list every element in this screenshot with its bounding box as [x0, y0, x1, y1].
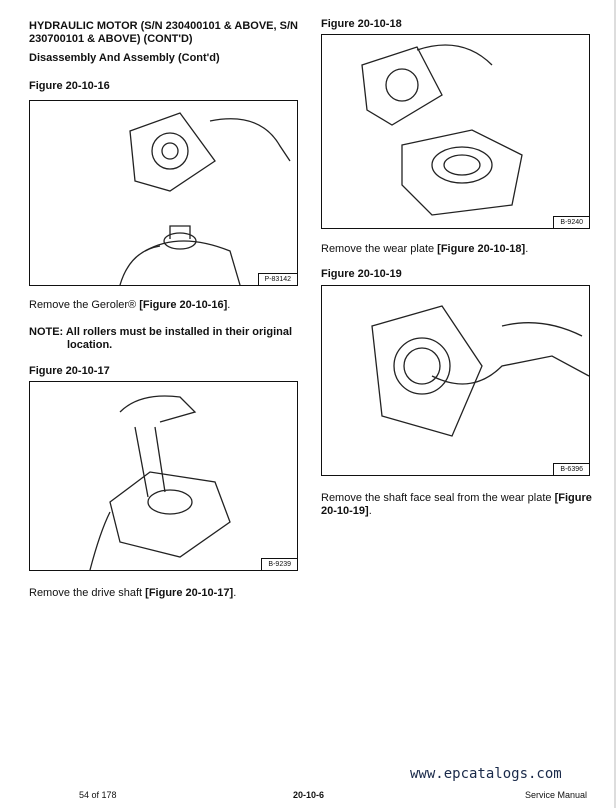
text: .: [233, 587, 237, 599]
title-line: HYDRAULIC MOTOR (S/N 230400101 & ABOVE, …: [29, 20, 298, 32]
figure-20-10-18: B-9240: [321, 34, 590, 229]
instruction-text: Remove the wear plate [Figure 20-10-18].: [321, 243, 528, 256]
figure-20-10-19: B-6396: [321, 285, 590, 476]
text: Remove the shaft face seal from the wear…: [321, 492, 555, 504]
figure-title: Figure 20-10-17: [29, 365, 110, 377]
watermark: www.epcatalogs.com: [410, 766, 562, 782]
manual-name: Service Manual: [525, 790, 588, 800]
figure-code: B-9240: [553, 216, 589, 228]
figure-ref: [Figure 20-10-18]: [437, 243, 526, 255]
instruction-text: Remove the drive shaft [Figure 20-10-17]…: [29, 587, 236, 600]
figure-title: Figure 20-10-18: [321, 18, 402, 30]
title-line: 230700101 & ABOVE) (CONT'D): [29, 33, 193, 45]
figure-ref: [Figure 20-10-16]: [139, 299, 228, 311]
instruction-text: Remove the Geroler® [Figure 20-10-16].: [29, 299, 230, 312]
instruction-text: Remove the shaft face seal from the wear…: [321, 492, 593, 518]
wear-plate-illustration: [361, 44, 523, 216]
figure-code: B-9239: [261, 558, 297, 570]
figure-ref: [Figure: [554, 492, 592, 504]
section-number: 20-10-6: [293, 790, 325, 800]
figure-20-10-16: P-83142: [29, 100, 298, 286]
figure-title: Figure 20-10-16: [29, 80, 110, 92]
text: .: [368, 505, 372, 517]
note: NOTE: All rollers must be installed in t…: [29, 326, 297, 352]
figure-title: Figure 20-10-19: [321, 268, 402, 280]
drive-shaft-illustration: [89, 395, 231, 570]
text: Remove the drive shaft: [29, 587, 146, 599]
shaft-seal-illustration: [371, 305, 589, 437]
figure-code: B-6396: [553, 463, 589, 475]
note-line: NOTE: All rollers must be installed in t…: [29, 326, 293, 338]
text: Remove the Geroler®: [29, 299, 140, 311]
section-title: HYDRAULIC MOTOR (S/N 230400101 & ABOVE, …: [29, 20, 298, 46]
text: .: [525, 243, 529, 255]
text: .: [227, 299, 231, 311]
text: Remove the wear plate: [321, 243, 438, 255]
figure-code: P-83142: [257, 273, 297, 285]
figure-ref: 20-10-19]: [321, 505, 369, 517]
geroler-illustration: [119, 112, 291, 285]
figure-20-10-17: B-9239: [29, 381, 298, 571]
note-line: location.: [67, 339, 113, 351]
page-count: 54 of 178: [79, 790, 117, 800]
subtitle: Disassembly And Assembly (Cont'd): [29, 52, 220, 64]
figure-ref: [Figure 20-10-17]: [145, 587, 234, 599]
